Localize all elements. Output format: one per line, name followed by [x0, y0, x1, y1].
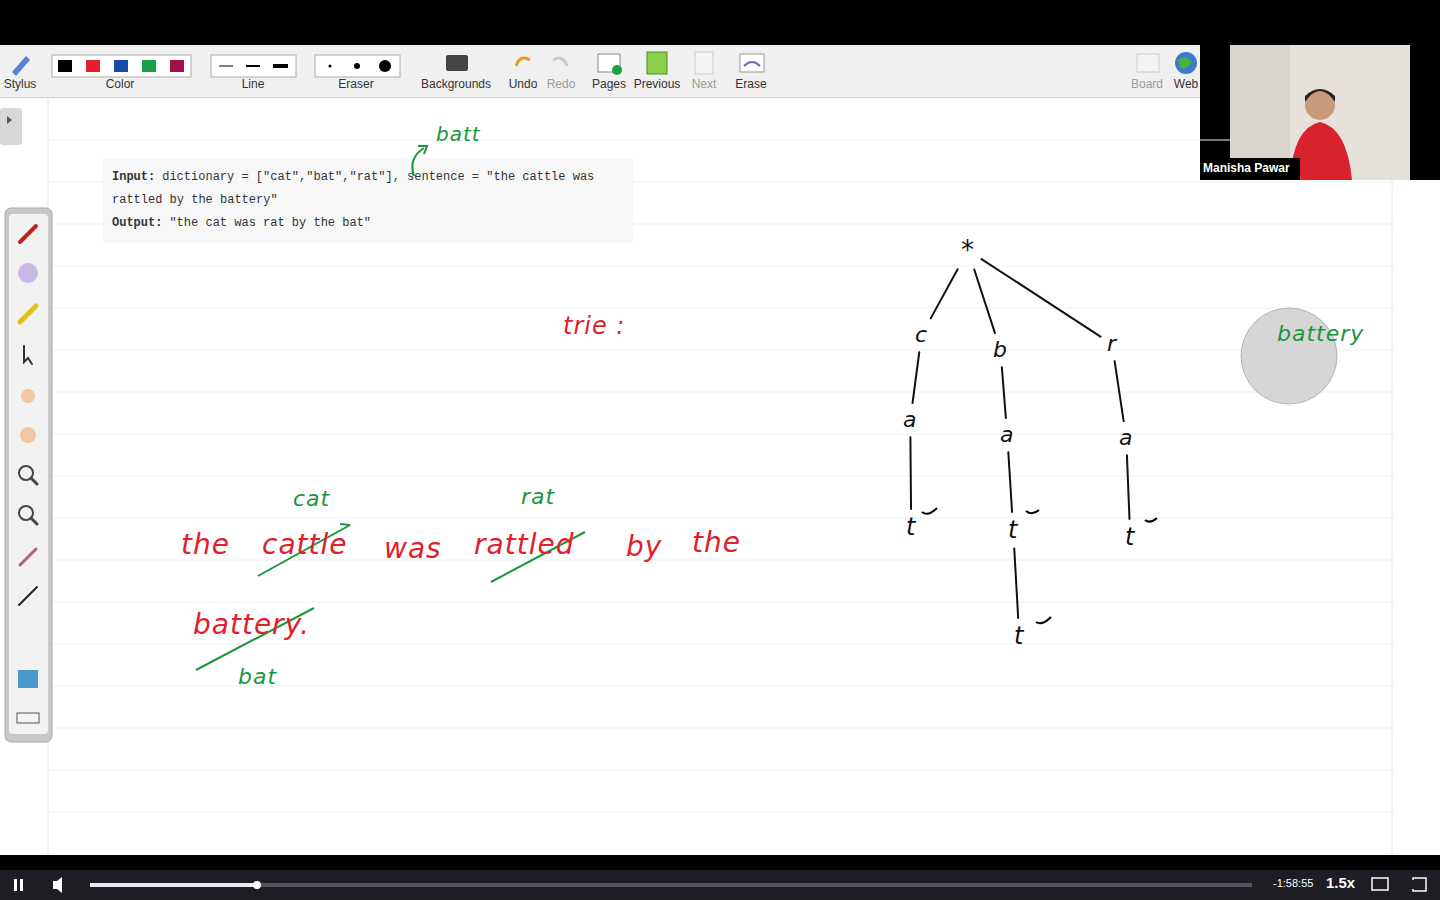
- tool-panel-inner: [9, 214, 48, 734]
- trie-node: t: [1121, 522, 1139, 552]
- tool-panel: [5, 208, 52, 742]
- trie-node: a: [996, 421, 1018, 449]
- heading-note: trie :: [563, 312, 625, 340]
- trie-node: r: [1103, 330, 1121, 358]
- pause-icon: [14, 879, 17, 891]
- progress-played: [90, 883, 257, 887]
- node-text: *: [961, 236, 975, 265]
- pause-icon: [20, 879, 23, 891]
- trie-branch: [931, 269, 958, 318]
- strike-marks: [196, 524, 585, 670]
- pip-icon: [1372, 878, 1388, 890]
- trie-node: b: [989, 336, 1012, 364]
- example-key: Output:: [112, 216, 162, 230]
- toolbar-label: Previous: [634, 77, 681, 91]
- replacement-word: rat: [521, 484, 555, 509]
- side-tab-arrow: [7, 116, 12, 124]
- node-text: c: [915, 323, 928, 347]
- node-text: a: [1000, 423, 1014, 447]
- end-ticks: [922, 508, 1157, 623]
- trie-branch: [974, 269, 995, 333]
- trie-branch: [982, 259, 1101, 336]
- toolbar-label: Erase: [735, 77, 766, 91]
- inserted-word: batt: [436, 122, 481, 146]
- node-text: battery: [1277, 322, 1364, 346]
- node-text: a: [903, 408, 917, 432]
- toolbar-label: Board: [1131, 77, 1163, 91]
- trie-branch: [1115, 361, 1124, 421]
- toolbar-label: Redo: [547, 77, 576, 91]
- toolbar-label: Color: [106, 77, 135, 91]
- toolbar-label: Line: [242, 77, 265, 91]
- trie-root: *: [957, 234, 979, 267]
- node-text: r: [1107, 332, 1117, 356]
- toolbar-label: Next: [692, 77, 717, 91]
- highlighted-word: battery: [1273, 320, 1368, 348]
- trie-branch: [910, 437, 912, 509]
- playback-speed: 1.5x: [1326, 874, 1355, 891]
- replacement-word: bat: [238, 664, 277, 689]
- volume-icon: [53, 877, 62, 893]
- tool-icons: [17, 226, 39, 723]
- sentence-word: was: [384, 532, 442, 565]
- toolbar-icons: [12, 52, 1197, 77]
- toolbar-label: Eraser: [338, 77, 373, 91]
- example-box: [103, 158, 633, 243]
- example-value: "the cat was rat by the bat": [169, 216, 371, 230]
- replacement-word: cat: [293, 486, 330, 511]
- trie-node: t: [1004, 515, 1022, 545]
- trie-branch: [913, 352, 920, 403]
- node-text: t: [1125, 524, 1135, 550]
- node-text: t: [1014, 623, 1024, 649]
- name-tag: [1200, 158, 1300, 180]
- insert-arrowhead: [418, 146, 427, 154]
- sentence-word: cattle: [262, 528, 348, 561]
- node-text: b: [993, 338, 1008, 362]
- margin-line: [1392, 180, 1393, 855]
- progress-knob: [253, 881, 261, 889]
- sentence-word: the: [692, 526, 741, 559]
- toolbar-label: Backgrounds: [421, 77, 491, 91]
- ruled-lines: [48, 140, 1395, 812]
- toolbar-label: Pages: [592, 77, 626, 91]
- trie-node: c: [911, 321, 932, 349]
- toolbar-label: Undo: [509, 77, 538, 91]
- time-remaining: -1:58:55: [1273, 877, 1313, 889]
- example-key: Input:: [112, 170, 155, 184]
- fullscreen-icon: [1413, 878, 1426, 891]
- node-text: a: [1119, 426, 1133, 450]
- progress-track: [90, 883, 1252, 887]
- sentence-word: battery.: [193, 608, 310, 641]
- trie-node: a: [899, 406, 921, 434]
- example-value: dictionary = ["cat","bat","rat"], senten…: [112, 170, 594, 207]
- node-text: t: [906, 514, 916, 540]
- presenter-name: Manisha Pawar: [1203, 161, 1290, 175]
- trie-branch: [1014, 548, 1018, 618]
- side-tab: [0, 108, 22, 145]
- trie-branch: [1008, 452, 1012, 512]
- sentence-word: the: [181, 528, 230, 561]
- sentence-word: rattled: [474, 528, 574, 561]
- trie-branch: [1002, 367, 1006, 418]
- toolbar-label: Stylus: [4, 77, 37, 91]
- toolbar-label: Web: [1174, 77, 1198, 91]
- trie-node: a: [1115, 424, 1137, 452]
- node-text: t: [1008, 517, 1018, 543]
- example-line: Input:dictionary = ["cat","bat","rat"], …: [112, 166, 628, 212]
- sentence-word: by: [626, 530, 662, 563]
- example-line: Output: "the cat was rat by the bat": [112, 212, 628, 235]
- trie-node: t: [1010, 621, 1028, 651]
- trie-node: t: [902, 512, 920, 542]
- trie-branch: [1127, 455, 1130, 519]
